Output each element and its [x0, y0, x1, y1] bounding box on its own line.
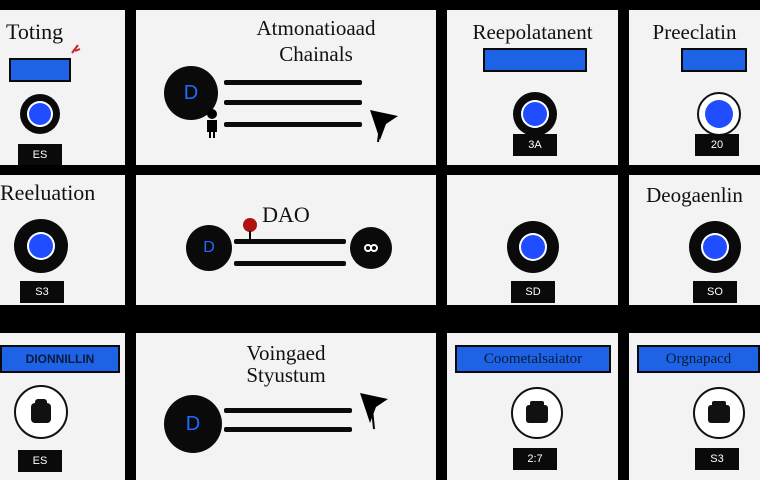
status-badge: 20: [695, 134, 739, 156]
person-icon: [207, 109, 217, 138]
action-button[interactable]: [483, 48, 587, 72]
status-badge: ES: [18, 144, 62, 165]
panel-replacement: Reepolatanent 3A: [447, 10, 618, 165]
toggle-button[interactable]: [9, 58, 71, 82]
gear-icon: [27, 232, 55, 260]
blue-dot-icon: [27, 101, 53, 127]
keypad-icon: [31, 399, 51, 423]
status-indicator[interactable]: [20, 94, 60, 134]
panel-title-line2: Styustum: [246, 363, 326, 387]
dao-node[interactable]: D: [186, 225, 232, 271]
panel-title: Preeclatin: [652, 20, 737, 44]
channel-line: [224, 122, 362, 127]
dao-endpoint[interactable]: [350, 227, 392, 269]
pin-icon: [243, 218, 257, 239]
panel-voingaed-system: Voingaed Styustum D: [136, 333, 436, 480]
action-button[interactable]: [681, 48, 747, 72]
lock-icon: [701, 233, 729, 261]
channel-line: [224, 80, 362, 85]
panel-title: Deogaenlin: [646, 183, 743, 207]
panel-title-line1: Voingaed: [246, 341, 326, 365]
status-badge: 2:7: [513, 448, 557, 470]
channel-node[interactable]: D: [164, 66, 218, 120]
pill-label: Orgnapacd: [665, 350, 732, 367]
panel-title-line1: Atmonatioaad: [256, 16, 376, 40]
keypad-icon: [526, 401, 548, 423]
keypad-icon: [708, 401, 730, 423]
pill-label: DIONNILLIN: [25, 352, 95, 366]
status-badge: SO: [693, 281, 737, 303]
blue-dot-icon: [521, 100, 549, 128]
panel-coometalsaiator: Coometalsaiator 2:7: [447, 333, 618, 480]
gear-button[interactable]: [14, 219, 68, 273]
panel-dionnillin: DIONNILLIN ES: [0, 333, 125, 480]
action-button[interactable]: Coometalsaiator: [455, 345, 611, 373]
pill-label: Coometalsaiator: [483, 350, 583, 367]
status-indicator[interactable]: [697, 92, 741, 136]
cursor-arrow-icon: [360, 393, 388, 430]
gear-icon: [519, 233, 547, 261]
keypad-button[interactable]: [14, 385, 68, 439]
panel-title: DAO: [262, 202, 310, 227]
panel-precalculation: Preeclatin 20: [629, 10, 760, 165]
keypad-button[interactable]: [511, 387, 563, 439]
keypad-button[interactable]: [693, 387, 745, 439]
panel-orgnapacd: Orgnapacd S3: [629, 333, 760, 480]
panel-title: Reeluation: [0, 180, 96, 205]
blue-dot-icon: [705, 100, 733, 128]
status-badge: S3: [695, 448, 739, 470]
panel-title-line2: Chainals: [279, 42, 353, 66]
panel-toting: Toting ES: [0, 10, 125, 165]
system-node[interactable]: D: [164, 395, 222, 453]
panel-evaluation: Reeluation S3: [0, 175, 125, 305]
status-badge: 3A: [513, 134, 557, 156]
panel-deogaenlin: Deogaenlin SO: [629, 175, 760, 305]
channel-line: [224, 100, 362, 105]
panel-title: Toting: [6, 19, 64, 44]
link-icon: [364, 244, 378, 252]
cursor-arrow-icon: [370, 110, 398, 143]
panel-automated-channels: Atmonatioaad Chainals D: [136, 10, 436, 165]
lock-button[interactable]: [689, 221, 741, 273]
status-badge: S3: [20, 281, 64, 303]
system-line: [224, 408, 352, 413]
panel-sd: SD: [447, 175, 618, 305]
panel-dao: DAO D: [136, 175, 436, 305]
cursor-spark-icon: [71, 44, 81, 54]
status-indicator[interactable]: [513, 92, 557, 136]
dao-line: [234, 261, 346, 266]
action-button[interactable]: Orgnapacd: [637, 345, 760, 373]
status-badge: SD: [511, 281, 555, 303]
panel-title: Reepolatanent: [472, 20, 593, 44]
dao-line: [234, 239, 346, 244]
action-button[interactable]: DIONNILLIN: [0, 345, 120, 373]
gear-button[interactable]: [507, 221, 559, 273]
status-badge: ES: [18, 450, 62, 472]
system-line: [224, 427, 352, 432]
